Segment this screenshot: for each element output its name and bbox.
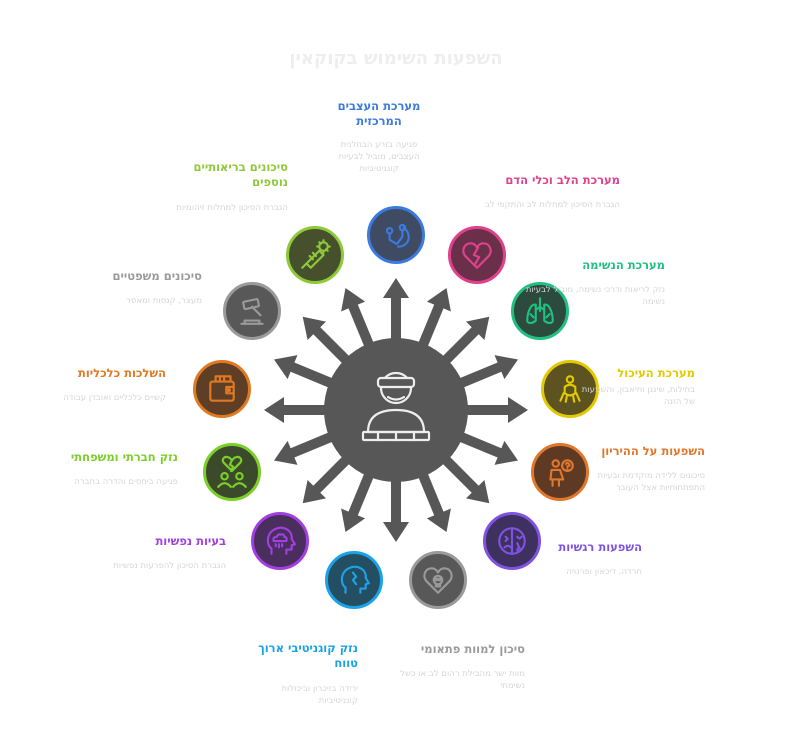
effect-node [483, 511, 542, 570]
brain-nerve-icon [385, 223, 410, 248]
broken-family-icon [217, 455, 248, 488]
direction-arrow [449, 428, 518, 465]
effect-description: ירידה בזיכרון וביכולות קוגניטיביות [281, 684, 358, 706]
direction-arrow [264, 397, 336, 423]
effect-node [511, 281, 570, 340]
diagram-title: השפעות השימוש בקוקאין [289, 48, 503, 69]
gavel-icon [240, 297, 264, 325]
effect-description: חרדה, דיכאון ופרנויה [566, 567, 642, 577]
direction-arrow [302, 316, 358, 372]
effect-node [203, 443, 262, 502]
effect-label: מערכת הנשימה [582, 258, 665, 272]
effect-description: מעצר, קנסות ומאסר [126, 296, 202, 306]
syringe-virus-icon [300, 239, 331, 269]
effect-node [222, 281, 281, 340]
emotional-face-icon [498, 527, 526, 555]
direction-arrow [434, 448, 490, 504]
broken-heart-icon [462, 242, 492, 269]
effect-label: מערכת העצבים המרכזית [337, 99, 421, 128]
direction-arrow [274, 355, 343, 392]
effect-label: נזק חברתי ומשפחתי [70, 450, 178, 464]
effect-node [193, 359, 252, 418]
direction-arrow [341, 288, 378, 357]
effect-description: הגברת הסיכון למחלות לב והתקפי לב [484, 200, 620, 210]
direction-arrow [414, 463, 451, 532]
effect-label: השלכות כלכליות [77, 366, 166, 380]
effect-node [250, 511, 309, 570]
effect-label: סיכון למוות פתאומי [420, 642, 525, 656]
effect-label: השפעות על ההיריון [601, 444, 705, 458]
direction-arrow [383, 278, 409, 350]
effect-label: מערכת העיכול [617, 366, 695, 380]
empty-wallet-icon [209, 375, 236, 402]
direction-arrow [434, 316, 490, 372]
effect-description: הגברת הסיכון להפרעות נפשיות [113, 561, 226, 571]
pregnancy-icon [549, 459, 574, 487]
effect-label: סיכונים בריאותיים נוספים [193, 160, 288, 189]
direction-arrow [456, 397, 528, 423]
direction-arrow [274, 428, 343, 465]
effect-description: סיכונים ללידה מוקדמת ובעיות התפתחותיות א… [597, 471, 705, 493]
effect-node [325, 550, 384, 609]
effect-label: סיכונים משפטיים [112, 269, 202, 283]
effect-label: השפעות רגשיות [558, 540, 642, 554]
effect-label: נזק קוגניטיבי ארוך טווח [258, 641, 358, 670]
effect-node [530, 443, 589, 502]
direction-arrow [302, 448, 358, 504]
effect-description: בחילות, שיגנן ותיאבון, והשפעות של הזנה [581, 385, 695, 407]
lungs-icon [526, 296, 554, 324]
effect-node [540, 359, 599, 418]
effect-label: מערכת הלב וכלי הדם [505, 173, 620, 187]
effect-label: בעיות נפשיות [155, 534, 226, 548]
effect-description: הגברת הסיכון למחלות זיהומיות [176, 203, 288, 213]
effect-description: קשיים כלכליים ואובדן עבודה [63, 393, 166, 403]
direction-arrow [414, 288, 451, 357]
effect-description: פגיעה ביחסים והדרה בחברה [74, 477, 178, 487]
direction-arrow [383, 470, 409, 542]
heart-skull-icon [423, 567, 453, 594]
stormy-mind-icon [266, 526, 296, 555]
effect-node [285, 226, 344, 285]
cracked-head-icon [340, 565, 371, 594]
effect-description: פגיעה בזרע הבחלנית העצבים, מוביל לבעיות … [338, 140, 420, 174]
effect-node [408, 550, 467, 609]
effect-description: נזק לריאות ודרכי נשימה, מוביל לבעיות נשי… [525, 285, 665, 307]
effect-node [367, 206, 425, 264]
direction-arrow [449, 355, 518, 392]
effect-description: מוות ישר מהבילת רהום לב או כשל נשימתי [400, 669, 525, 691]
arrow-group [264, 278, 528, 542]
direction-arrow [341, 463, 378, 532]
blindfolded-person-icon [361, 371, 431, 442]
digestive-icon [559, 375, 581, 403]
effect-node [448, 226, 507, 285]
